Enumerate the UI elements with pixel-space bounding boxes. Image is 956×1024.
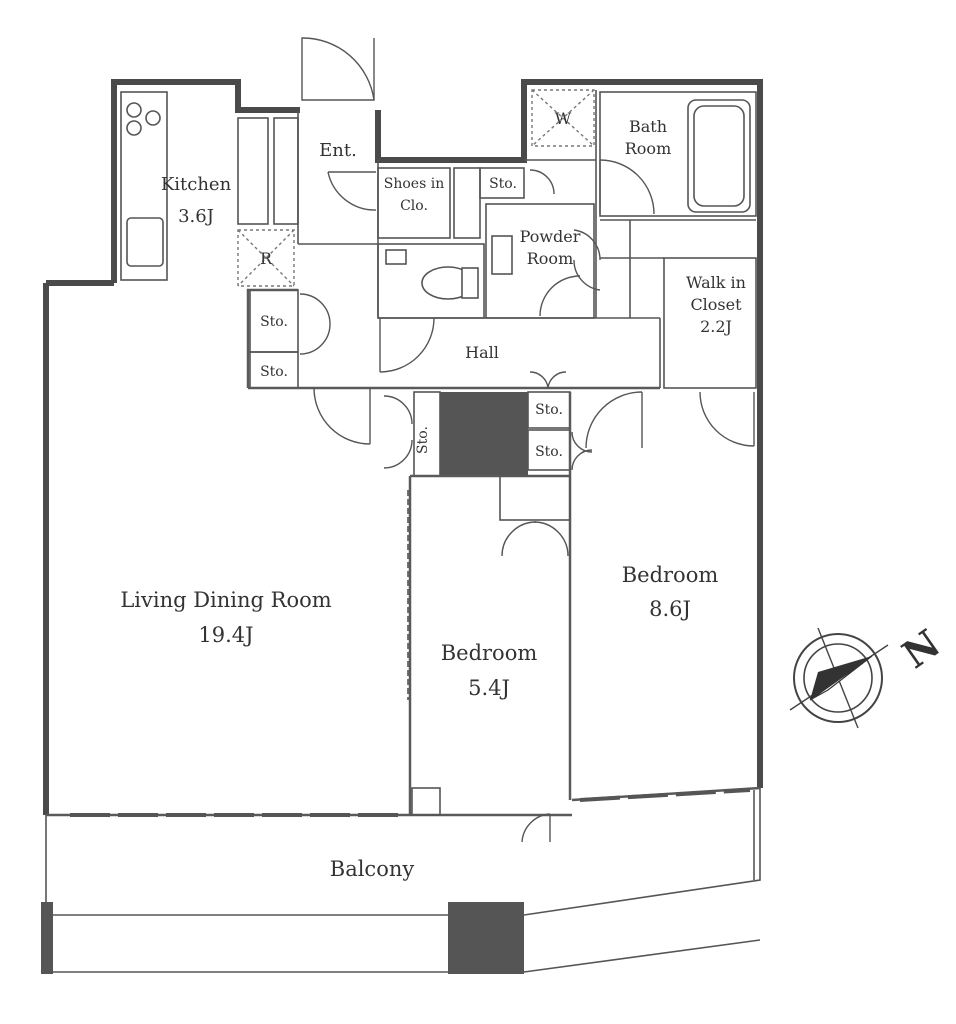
powder-label-1: Powder — [520, 227, 581, 246]
north-arrow-icon — [789, 627, 889, 729]
toilet-icon — [385, 249, 479, 300]
living-label: Living Dining Room — [120, 588, 331, 612]
washer-label: W — [555, 109, 572, 128]
bedroom-large-size: 8.6J — [649, 597, 691, 621]
storage-label-column-right-2: Sto. — [535, 444, 563, 460]
bedroom-large-label: Bedroom — [622, 563, 719, 587]
kitchen-size: 3.6J — [178, 206, 214, 227]
storage-label-column-right-1: Sto. — [535, 402, 563, 418]
storage-label-entrance: Sto. — [489, 176, 517, 192]
walkin-label-2: Closet — [690, 295, 742, 314]
stove-icon — [126, 102, 161, 136]
walkin-size: 2.2J — [700, 317, 732, 336]
shoes-closet-label-2: Clo. — [400, 198, 428, 214]
powder-label-2: Room — [527, 249, 573, 268]
storage-label-kitchen-1: Sto. — [260, 314, 288, 330]
bathtub-icon — [693, 105, 745, 207]
balcony-windows — [70, 788, 751, 817]
storage-label-column-left: Sto. — [415, 426, 431, 454]
bath-label-2: Room — [625, 139, 671, 158]
north-label: N — [894, 620, 948, 677]
doors — [299, 37, 755, 843]
refrigerator-label: R — [260, 249, 273, 268]
living-size: 19.4J — [198, 623, 253, 647]
balcony-label: Balcony — [330, 857, 415, 881]
entrance-label: Ent. — [319, 140, 357, 161]
bedroom-small-size: 5.4J — [468, 676, 510, 700]
bath-label-1: Bath — [629, 117, 667, 136]
vanity-icon — [491, 235, 513, 275]
walkin-label-1: Walk in — [686, 273, 746, 292]
shoes-closet-label-1: Shoes in — [384, 176, 444, 192]
kitchen-label: Kitchen — [161, 174, 232, 195]
balcony-column — [448, 902, 524, 974]
hall-label: Hall — [465, 343, 499, 362]
storage-label-kitchen-2: Sto. — [260, 364, 288, 380]
sink-icon — [126, 217, 164, 267]
balcony-outline — [41, 788, 761, 974]
interior-walls — [120, 89, 757, 816]
central-column — [440, 392, 528, 476]
room-labels: Kitchen 3.6J R W Ent. Shoes in Clo. Sto.… — [120, 109, 746, 881]
bedroom-small-label: Bedroom — [441, 641, 538, 665]
